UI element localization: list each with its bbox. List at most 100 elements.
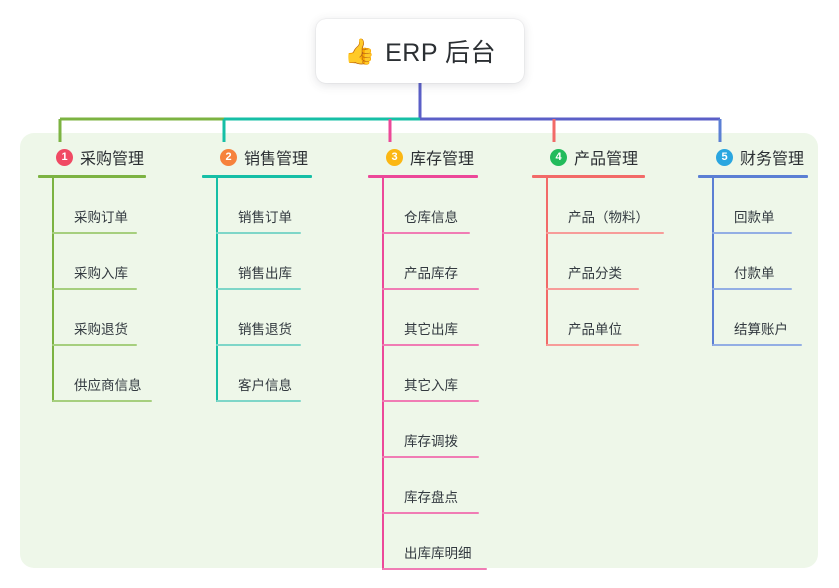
- column-3: 3 库存管理仓库信息产品库存其它出库其它入库库存调拨库存盘点出库库明细: [368, 146, 487, 570]
- menu-item-rule: [382, 288, 479, 290]
- menu-item-rule: [52, 344, 137, 346]
- menu-item-label: 采购订单: [74, 210, 128, 225]
- menu-item-label: 产品分类: [568, 266, 622, 281]
- menu-item[interactable]: 结算账户: [712, 290, 808, 346]
- column-spine-1: [52, 178, 54, 402]
- column-header-1[interactable]: 1 采购管理: [38, 146, 146, 168]
- menu-item[interactable]: 付款单: [712, 234, 808, 290]
- menu-item-rule: [216, 288, 301, 290]
- column-items-2: 销售订单销售出库销售退货客户信息: [202, 178, 312, 402]
- column-title-1: 采购管理: [80, 151, 145, 168]
- menu-item[interactable]: 销售出库: [216, 234, 312, 290]
- menu-item-label: 库存调拨: [404, 434, 458, 449]
- column-title-3: 库存管理: [410, 151, 475, 168]
- menu-item-label: 其它入库: [404, 378, 458, 393]
- menu-item-label: 付款单: [734, 266, 775, 281]
- column-header-4[interactable]: 4 产品管理: [532, 146, 645, 168]
- column-items-5: 回款单付款单结算账户: [698, 178, 808, 346]
- menu-item-rule: [712, 344, 802, 346]
- menu-item[interactable]: 销售退货: [216, 290, 312, 346]
- column-spine-2: [216, 178, 218, 402]
- menu-item-rule: [382, 344, 479, 346]
- menu-item[interactable]: 采购入库: [52, 234, 146, 290]
- menu-item-rule: [546, 344, 639, 346]
- column-items-3: 仓库信息产品库存其它出库其它入库库存调拨库存盘点出库库明细: [368, 178, 487, 570]
- menu-item-label: 产品单位: [568, 322, 622, 337]
- column-items-4: 产品（物料） 产品分类产品单位: [532, 178, 664, 346]
- menu-item-label: 产品（物料）: [568, 210, 649, 225]
- column-items-1: 采购订单采购入库采购退货供应商信息: [38, 178, 152, 402]
- column-1: 1 采购管理采购订单采购入库采购退货供应商信息: [38, 146, 152, 402]
- menu-item-rule: [712, 288, 792, 290]
- menu-item[interactable]: 回款单: [712, 178, 808, 234]
- menu-item-label: 出库库明细: [404, 546, 472, 561]
- column-badge-1: 1: [56, 148, 73, 166]
- menu-item-rule: [382, 512, 479, 514]
- page-title: ERP 后台: [385, 39, 497, 67]
- menu-item[interactable]: 采购订单: [52, 178, 146, 234]
- column-badge-5: 5: [716, 148, 733, 166]
- menu-item-label: 客户信息: [238, 378, 292, 393]
- menu-item-label: 其它出库: [404, 322, 458, 337]
- menu-item-rule: [382, 456, 479, 458]
- root-title-card[interactable]: 👍 ERP 后台: [316, 19, 524, 83]
- menu-item[interactable]: 产品分类: [546, 234, 645, 290]
- menu-item-label: 结算账户: [734, 322, 788, 337]
- column-5: 5 财务管理回款单付款单结算账户: [698, 146, 808, 346]
- menu-item[interactable]: 供应商信息: [52, 346, 152, 402]
- menu-item[interactable]: 客户信息: [216, 346, 312, 402]
- menu-item-label: 销售出库: [238, 266, 292, 281]
- menu-item-label: 销售退货: [238, 322, 292, 337]
- menu-item-rule: [216, 344, 301, 346]
- menu-item[interactable]: 其它入库: [382, 346, 479, 402]
- column-spine-5: [712, 178, 714, 346]
- column-spine-4: [546, 178, 548, 346]
- menu-item[interactable]: 库存盘点: [382, 458, 479, 514]
- menu-item-label: 回款单: [734, 210, 775, 225]
- column-header-3[interactable]: 3 库存管理: [368, 146, 478, 168]
- menu-item-rule: [382, 568, 487, 570]
- menu-item[interactable]: 采购退货: [52, 290, 146, 346]
- menu-item[interactable]: 产品（物料）: [546, 178, 664, 234]
- column-badge-3: 3: [386, 148, 403, 166]
- column-title-2: 销售管理: [244, 151, 309, 168]
- menu-item[interactable]: 产品库存: [382, 234, 479, 290]
- column-4: 4 产品管理产品（物料） 产品分类产品单位: [532, 146, 664, 346]
- column-header-rule-4: [532, 175, 645, 178]
- menu-item-rule: [712, 232, 792, 234]
- column-badge-2: 2: [220, 148, 237, 166]
- column-title-4: 产品管理: [574, 151, 639, 168]
- menu-item-label: 库存盘点: [404, 490, 458, 505]
- menu-item[interactable]: 销售订单: [216, 178, 312, 234]
- menu-item-label: 产品库存: [404, 266, 458, 281]
- menu-item-rule: [52, 232, 137, 234]
- menu-item[interactable]: 出库库明细: [382, 514, 487, 570]
- menu-item[interactable]: 其它出库: [382, 290, 479, 346]
- menu-item-rule: [382, 232, 470, 234]
- column-header-rule-1: [38, 175, 146, 178]
- column-header-2[interactable]: 2 销售管理: [202, 146, 312, 168]
- column-badge-4: 4: [550, 148, 567, 166]
- menu-item[interactable]: 仓库信息: [382, 178, 478, 234]
- column-title-5: 财务管理: [740, 151, 805, 168]
- thumbs-up-icon: 👍: [343, 37, 376, 66]
- menu-item-label: 采购入库: [74, 266, 128, 281]
- column-spine-3: [382, 178, 384, 570]
- menu-item-label: 采购退货: [74, 322, 128, 337]
- column-header-5[interactable]: 5 财务管理: [698, 146, 808, 168]
- menu-item-rule: [216, 232, 301, 234]
- menu-item-rule: [52, 400, 152, 402]
- menu-item-rule: [546, 232, 664, 234]
- menu-item[interactable]: 产品单位: [546, 290, 645, 346]
- content-panel: [20, 133, 818, 568]
- column-2: 2 销售管理销售订单销售出库销售退货客户信息: [202, 146, 312, 402]
- menu-item-rule: [216, 400, 301, 402]
- menu-item[interactable]: 库存调拨: [382, 402, 479, 458]
- column-header-rule-3: [368, 175, 478, 178]
- column-header-rule-2: [202, 175, 312, 178]
- menu-item-label: 供应商信息: [74, 378, 142, 393]
- menu-item-label: 销售订单: [238, 210, 292, 225]
- menu-item-label: 仓库信息: [404, 210, 458, 225]
